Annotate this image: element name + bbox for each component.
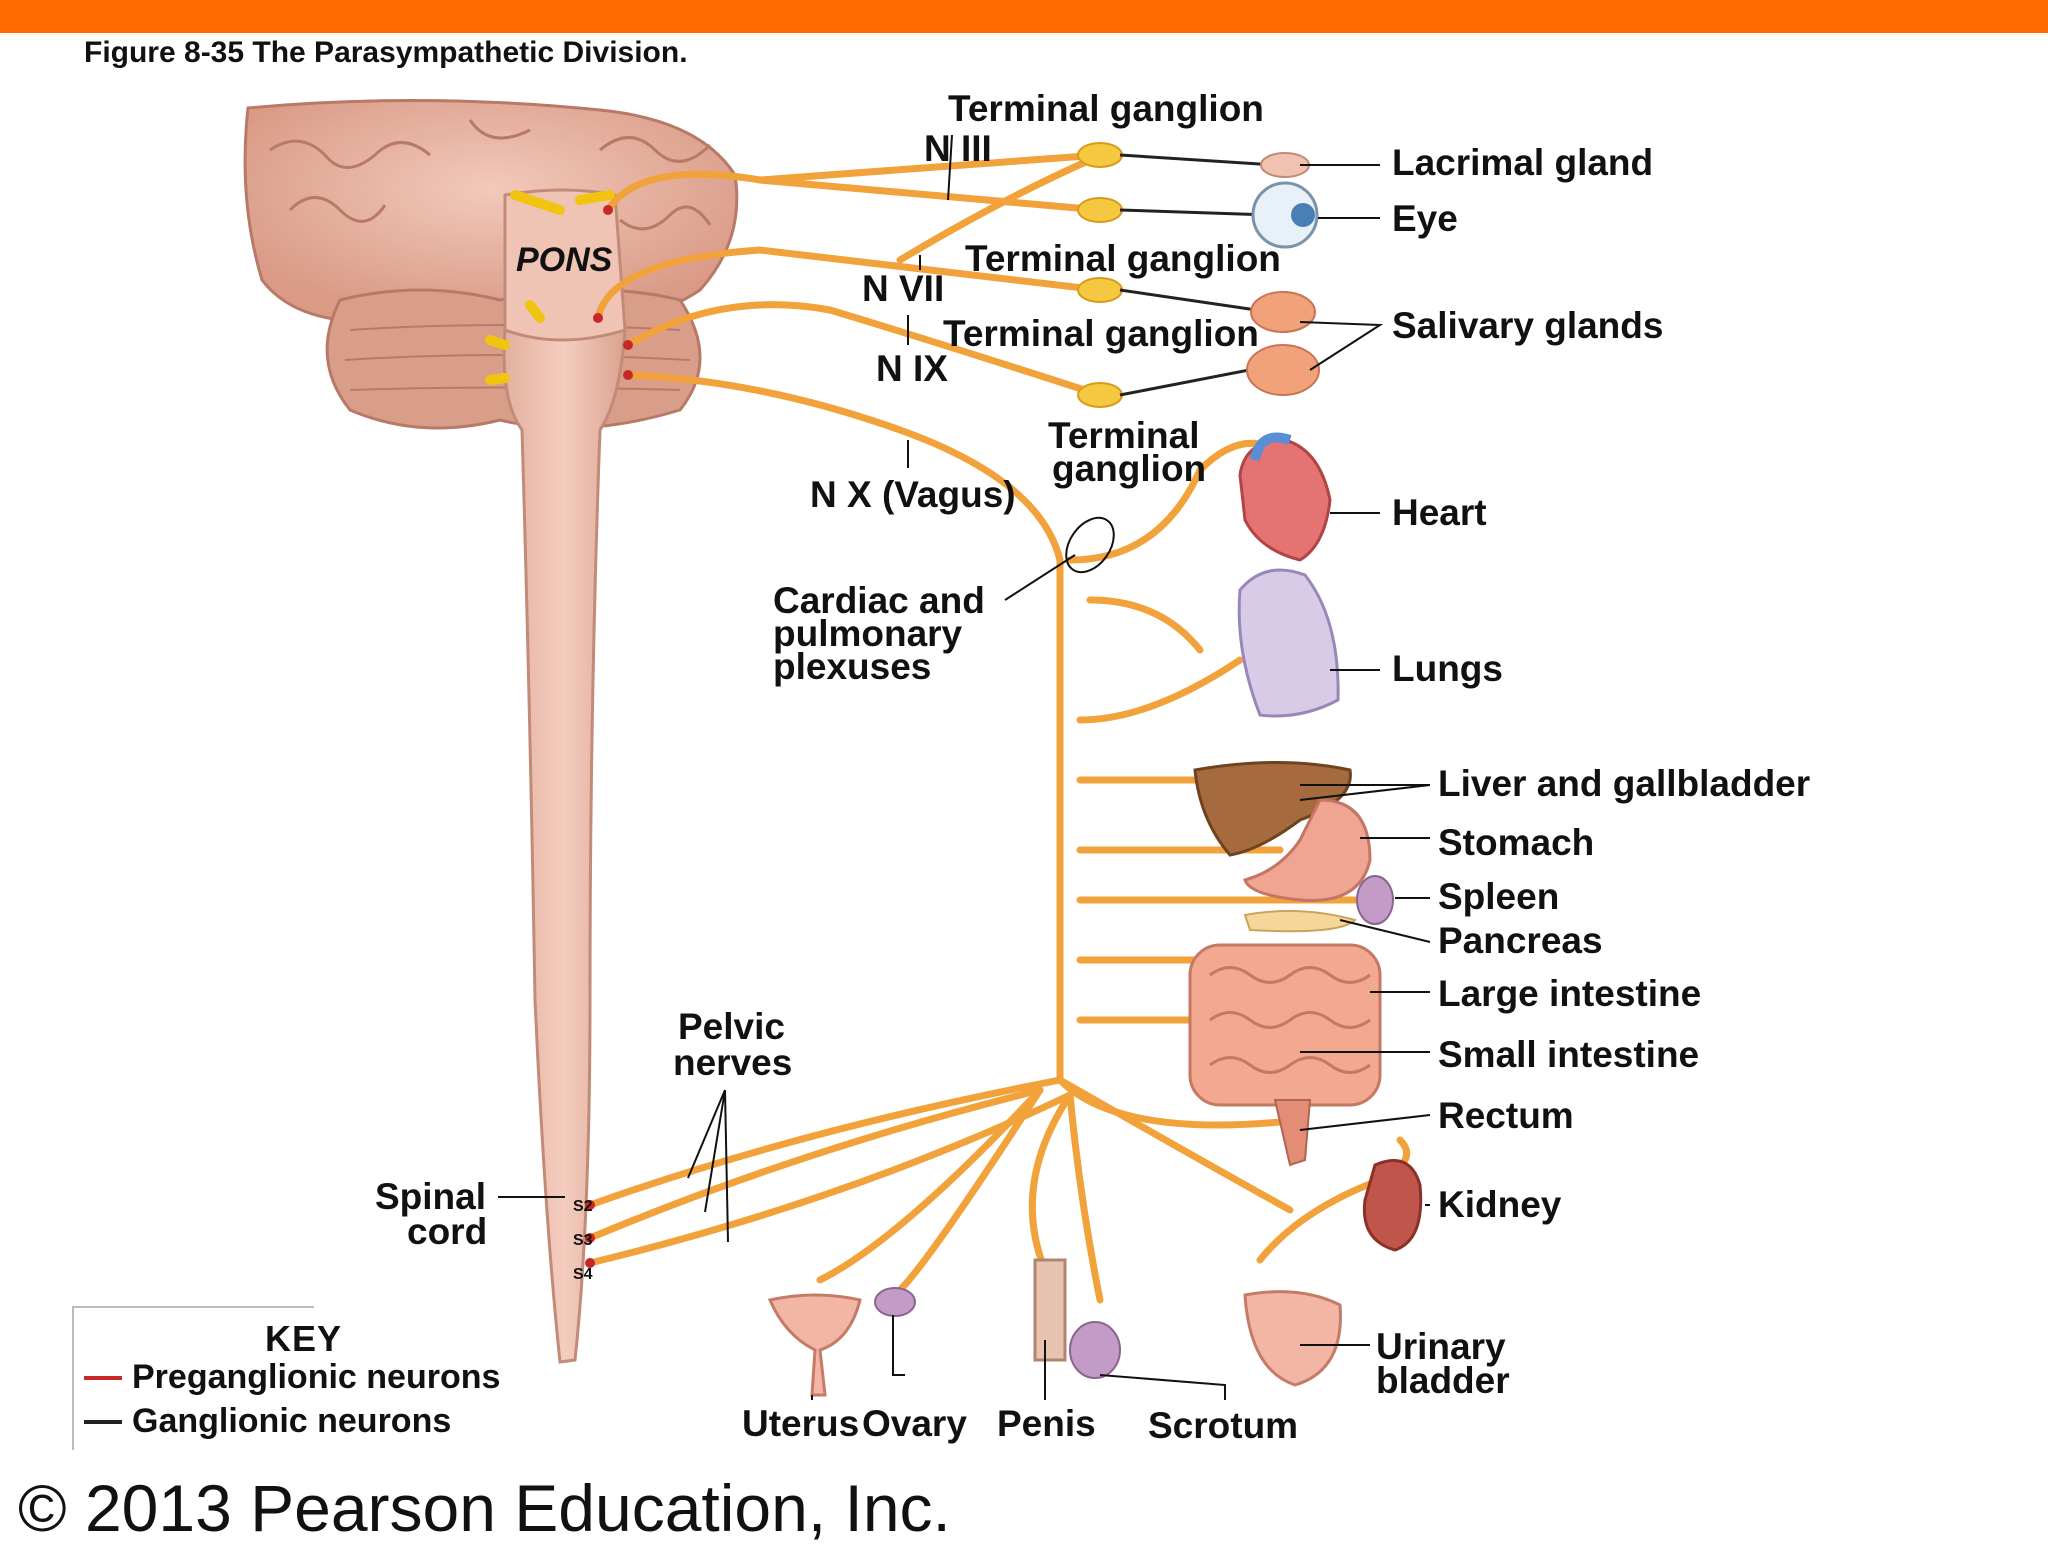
ovary-organ: [874, 1287, 916, 1317]
label-kidney: Kidney: [1438, 1184, 1562, 1225]
label-scrotum: Scrotum: [1148, 1405, 1299, 1446]
uterus-organ: [767, 1293, 862, 1397]
spinal-cord-label-1: Spinal: [375, 1176, 487, 1217]
spleen-organ: [1356, 875, 1394, 925]
leader-lines: [498, 134, 1431, 1400]
key-title: KEY: [265, 1318, 343, 1359]
terminal-ganglion-label-4a: Terminal: [1048, 415, 1200, 456]
label-liver-gallbladder: Liver and gallbladder: [1438, 763, 1811, 804]
pancreas-organ: [1243, 910, 1357, 933]
label-uterus: Uterus: [742, 1403, 860, 1444]
label-pancreas: Pancreas: [1438, 920, 1603, 961]
label-stomach: Stomach: [1438, 822, 1595, 863]
pons-label: PONS: [516, 241, 613, 279]
figure-title: Figure 8-35 The Parasympathetic Division…: [84, 36, 688, 69]
lungs-organ: [1237, 568, 1340, 718]
penis-organ: [1033, 1258, 1067, 1362]
key-row-ganglionic: Ganglionic neurons: [84, 1402, 451, 1441]
nerve-n9-label: N IX: [876, 348, 948, 389]
spinal-cord-label-2: cord: [407, 1211, 488, 1252]
rectum-organ: [1273, 1099, 1312, 1167]
terminal-ganglion-label-3: Terminal ganglion: [943, 313, 1259, 354]
copyright: © 2013 Pearson Education, Inc.: [18, 1471, 951, 1545]
scrotum-organ: [1069, 1321, 1121, 1379]
key-box: [72, 1306, 314, 1450]
label-salivary-glands: Salivary glands: [1392, 305, 1664, 346]
nerve-vagus-label: N X (Vagus): [810, 474, 1016, 515]
preganglionic-origins: [585, 205, 633, 1268]
plexus-label-2: pulmonary: [773, 613, 963, 654]
pelvic-nerves-label-2: nerves: [673, 1042, 793, 1083]
intestines-organ: [1188, 943, 1382, 1107]
label-lacrimal-gland: Lacrimal gland: [1392, 142, 1654, 183]
brain-gyri: [269, 119, 712, 231]
nerve-n7-label: N VII: [862, 268, 945, 309]
salivary-glands: [1246, 291, 1320, 396]
terminal-ganglion-label-4b: ganglion: [1052, 448, 1207, 489]
eye: [1251, 181, 1319, 249]
plexus-label-3: plexuses: [773, 646, 932, 687]
segment-s3: S3: [573, 1232, 593, 1249]
urinary-bladder-organ: [1243, 1290, 1342, 1387]
key-preganglionic-label: Preganglionic neurons: [132, 1358, 501, 1396]
cranial-nerve-stubs: [485, 190, 615, 385]
label-eye: Eye: [1392, 198, 1458, 239]
label-ovary: Ovary: [862, 1403, 967, 1444]
ganglionic-swatch: [84, 1419, 122, 1424]
key-ganglionic-label: Ganglionic neurons: [132, 1402, 452, 1440]
key-row-preganglionic: Preganglionic neurons: [84, 1358, 500, 1397]
label-spleen: Spleen: [1438, 876, 1560, 917]
plexus-marker: [1065, 516, 1115, 574]
plexus-label-1: Cardiac and: [773, 580, 985, 621]
top-accent-bar: [0, 0, 2048, 33]
kidney-organ: [1362, 1159, 1423, 1252]
segment-s4: S4: [573, 1266, 593, 1283]
label-penis: Penis: [997, 1403, 1096, 1444]
label-heart: Heart: [1392, 492, 1487, 533]
heart-organ: [1238, 432, 1332, 562]
terminal-ganglion-label-2: Terminal ganglion: [965, 238, 1281, 279]
nerve-n3-label: N III: [924, 128, 992, 169]
cerebrum: [243, 98, 739, 324]
label-urinary-bladder-1: Urinary: [1376, 1326, 1506, 1367]
terminal-ganglion-label-1: Terminal ganglion: [948, 88, 1264, 129]
label-rectum: Rectum: [1438, 1095, 1574, 1136]
label-large-intestine: Large intestine: [1438, 973, 1702, 1014]
stomach-organ: [1243, 798, 1372, 902]
terminal-ganglia: [1077, 142, 1123, 408]
label-urinary-bladder-2: bladder: [1376, 1360, 1510, 1401]
segment-s2: S2: [573, 1198, 593, 1215]
spinal-cord: [502, 327, 627, 1364]
pelvic-nerves-label-1: Pelvic: [678, 1006, 785, 1047]
label-small-intestine: Small intestine: [1438, 1034, 1700, 1075]
label-lungs: Lungs: [1392, 648, 1503, 689]
preganglionic-swatch: [84, 1375, 122, 1380]
